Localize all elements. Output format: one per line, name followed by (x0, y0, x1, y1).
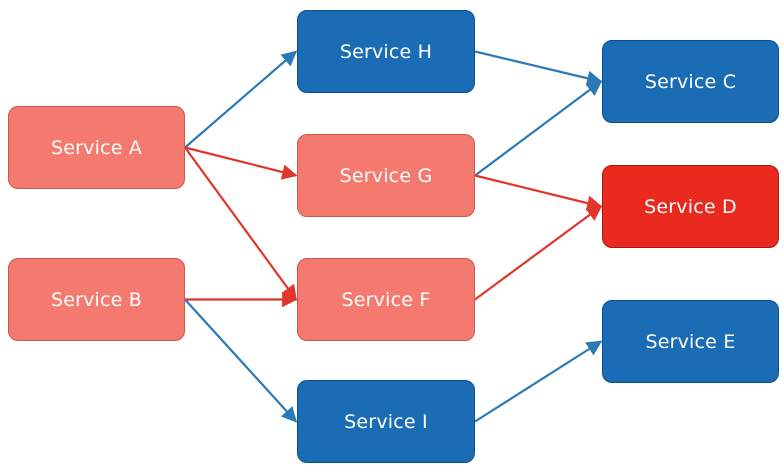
node-service-f[interactable]: Service F (297, 258, 475, 341)
edge-h-to-c (474, 50, 603, 86)
node-label: Service H (339, 40, 433, 63)
node-label: Service C (644, 70, 737, 93)
node-service-i[interactable]: Service I (297, 380, 475, 463)
node-service-d[interactable]: Service D (602, 165, 779, 248)
node-service-c[interactable]: Service C (602, 40, 779, 123)
node-label: Service F (341, 288, 431, 311)
node-service-h[interactable]: Service H (297, 10, 475, 93)
node-label: Service D (644, 195, 737, 218)
edge-g-to-c (474, 80, 603, 177)
node-service-e[interactable]: Service E (602, 300, 779, 383)
node-service-a[interactable]: Service A (8, 106, 185, 189)
edge-g-to-d (474, 174, 603, 211)
edge-a-to-g (184, 146, 298, 180)
edge-b-to-i (184, 298, 298, 423)
node-service-b[interactable]: Service B (8, 258, 185, 341)
node-service-g[interactable]: Service G (297, 134, 475, 217)
node-label: Service G (339, 164, 433, 187)
edge-f-to-d (474, 205, 603, 301)
node-label: Service A (50, 136, 143, 159)
node-label: Service E (645, 330, 736, 353)
edge-i-to-e (474, 340, 603, 423)
node-label: Service B (50, 288, 143, 311)
node-label: Service I (344, 410, 428, 433)
edge-a-to-h (184, 50, 298, 149)
edge-a-to-f (184, 146, 297, 301)
